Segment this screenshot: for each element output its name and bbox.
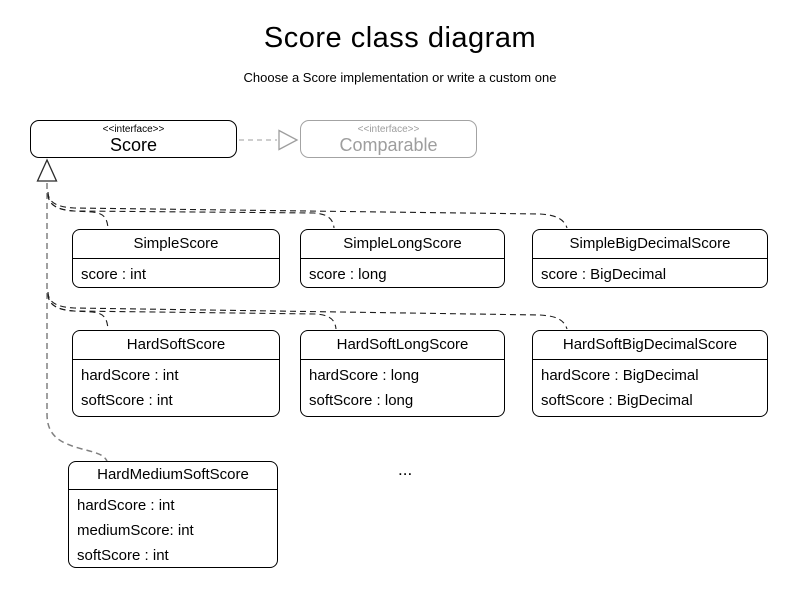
score-realization-triangle-icon (36, 158, 58, 182)
attribute: score : BigDecimal (541, 266, 667, 283)
class-box-hardsoftlongscore: HardSoftLongScore hardScore : long softS… (300, 330, 505, 417)
attribute: mediumScore: int (77, 522, 194, 539)
class-name: HardSoftScore (73, 331, 279, 360)
class-attributes: score : long (301, 259, 504, 287)
interface-box-score: <<interface>> Score (30, 120, 237, 158)
class-box-hardsoftbigdecimalscore: HardSoftBigDecimalScore hardScore : BigD… (532, 330, 768, 417)
stereotype-label: <<interface>> (102, 124, 165, 135)
class-name: SimpleLongScore (301, 230, 504, 259)
class-attributes: score : BigDecimal (533, 259, 767, 287)
more-implementations-ellipsis: ... (398, 460, 413, 479)
interface-box-comparable: <<interface>> Comparable (300, 120, 477, 158)
attribute: score : int (81, 266, 147, 283)
interface-name: Score (109, 135, 158, 155)
class-name: HardSoftLongScore (301, 331, 504, 360)
connector-hardsoftscore (47, 293, 109, 330)
class-attributes: hardScore : int mediumScore: int softSco… (69, 490, 277, 568)
class-attributes: hardScore : int softScore : int (73, 360, 279, 413)
class-name: SimpleScore (73, 230, 279, 259)
attribute: hardScore : BigDecimal (541, 367, 699, 384)
connector-simplebigdecimalscore (47, 191, 568, 229)
attribute: softScore : long (309, 392, 414, 409)
class-attributes: hardScore : long softScore : long (301, 360, 504, 413)
class-box-hardsoftscore: HardSoftScore hardScore : int softScore … (72, 330, 280, 417)
attribute: softScore : BigDecimal (541, 392, 693, 409)
attribute: score : long (309, 266, 387, 283)
class-name: HardMediumSoftScore (69, 462, 277, 490)
connector-hardsoftbigdecimalscore (47, 291, 568, 330)
page-subtitle: Choose a Score implementation or write a… (243, 70, 557, 85)
interface-name: Comparable (339, 135, 438, 155)
attribute: hardScore : int (81, 367, 179, 384)
attribute: hardScore : int (77, 497, 175, 514)
connector-simplelongscore (47, 193, 335, 229)
attribute: softScore : int (81, 392, 173, 409)
connector-hardmediumsoftscore (46, 183, 108, 462)
class-name: SimpleBigDecimalScore (533, 230, 767, 259)
class-name: HardSoftBigDecimalScore (533, 331, 767, 360)
class-attributes: score : int (73, 259, 279, 287)
class-box-simplelongscore: SimpleLongScore score : long (300, 229, 505, 288)
class-box-simplebigdecimalscore: SimpleBigDecimalScore score : BigDecimal (532, 229, 768, 288)
comparable-realization-triangle-icon (278, 129, 299, 151)
connector-hardsoftlongscore (47, 293, 337, 330)
class-attributes: hardScore : BigDecimal softScore : BigDe… (533, 360, 767, 413)
connector-simplescore (47, 193, 109, 229)
class-box-simplescore: SimpleScore score : int (72, 229, 280, 288)
class-box-hardmediumsoftscore: HardMediumSoftScore hardScore : int medi… (68, 461, 278, 568)
attribute: hardScore : long (309, 367, 420, 384)
attribute: softScore : int (77, 547, 169, 564)
stereotype-label: <<interface>> (357, 124, 420, 135)
page-title: Score class diagram (263, 22, 537, 54)
